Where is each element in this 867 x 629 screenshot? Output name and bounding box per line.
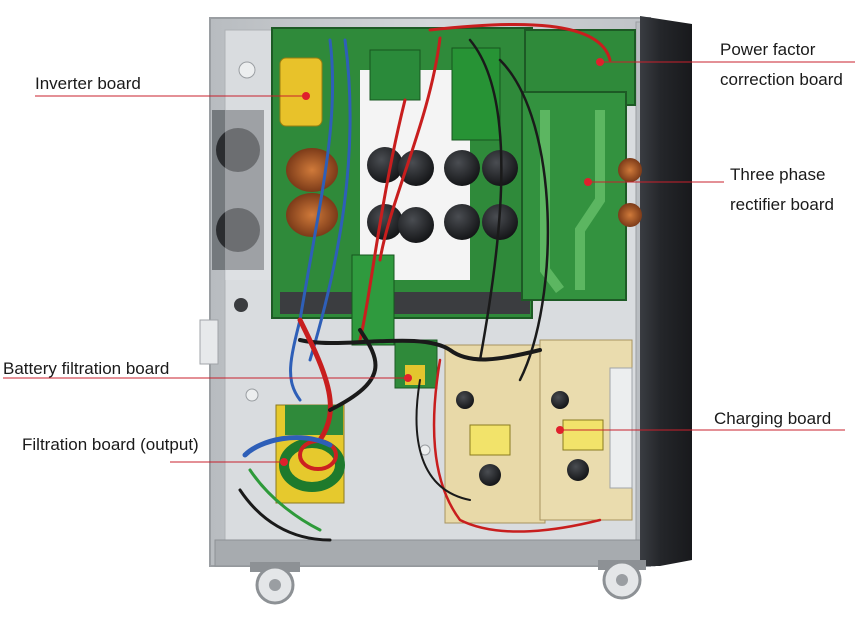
label-pfc-line-2: correction board (720, 70, 843, 89)
rectifier-board (521, 29, 642, 301)
label-rectifier-line-2: rectifier board (730, 195, 834, 214)
label-inverter-board: Inverter board (35, 74, 141, 93)
callouts (3, 61, 855, 463)
label-battery-filtration-board: Battery filtration board (3, 359, 170, 378)
battery-filtration-board (394, 339, 438, 389)
charging-boards (444, 339, 633, 524)
front-panel (640, 16, 692, 566)
label-filtration-board-output: Filtration board (output) (22, 435, 199, 454)
side-bracket (199, 319, 219, 365)
label-charging-board: Charging board (714, 409, 832, 428)
cooling-fan (212, 110, 275, 280)
output-filtration-board (275, 404, 345, 504)
casters (250, 560, 646, 605)
label-power-factor-correction-board: Power factor correction board (720, 35, 843, 95)
callout-dots (280, 58, 604, 466)
inverter-board (271, 27, 533, 346)
wiring (238, 22, 612, 542)
label-three-phase-rectifier-board: Three phase rectifier board (730, 160, 834, 220)
label-rectifier-line-1: Three phase (730, 165, 826, 184)
label-pfc-line-1: Power factor (720, 40, 816, 59)
